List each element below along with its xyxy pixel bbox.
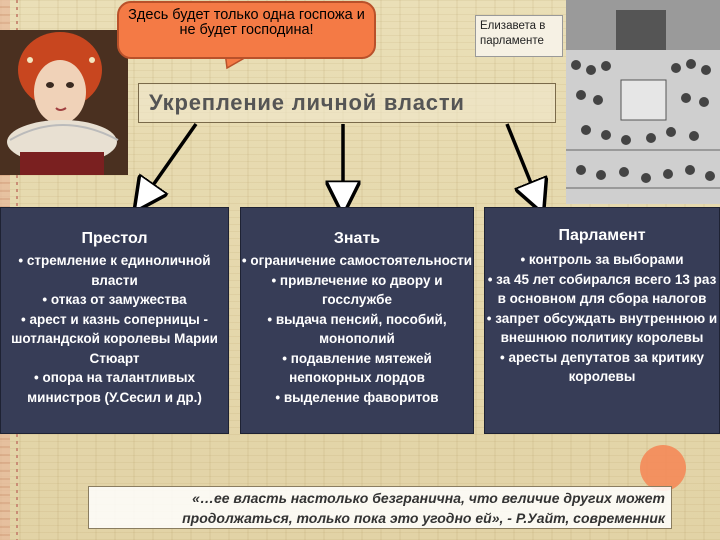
list-item: • привлечение ко двору и госслужбе bbox=[271, 272, 443, 308]
panel-parliament: Парламент • контроль за выборами • за 45… bbox=[484, 207, 720, 434]
panel-heading: Парламент bbox=[558, 227, 646, 244]
list-item: • подавление мятежей непокорных лордов bbox=[282, 350, 432, 386]
decorative-circle bbox=[640, 445, 686, 491]
list-item: • запрет обсуждать внутреннюю и внешнюю … bbox=[486, 310, 718, 346]
panel-throne: Престол • стремление к единоличной власт… bbox=[0, 207, 229, 434]
image-caption: Елизавета в парламенте bbox=[475, 15, 563, 57]
list-item: • за 45 лет собирался всего 13 раз в осн… bbox=[487, 271, 717, 307]
list-item: • стремление к единоличной власти bbox=[18, 253, 211, 288]
panel-heading: Престол bbox=[81, 230, 148, 247]
elizabeth-portrait-image bbox=[0, 30, 128, 175]
list-item: • отказ от замужества bbox=[42, 292, 187, 307]
panel-nobility: Знать • ограничение самостоятельности • … bbox=[240, 207, 474, 434]
list-item: • выдача пенсий, пособий, монополий bbox=[267, 311, 447, 347]
page-title: Укрепление личной власти bbox=[138, 83, 556, 123]
list-item: • контроль за выборами bbox=[520, 252, 684, 267]
list-item: • опора на талантливых министров (У.Сеси… bbox=[27, 370, 202, 405]
parliament-engraving-image bbox=[566, 0, 720, 204]
list-item: • арест и казнь соперницы - шотландской … bbox=[11, 311, 218, 366]
list-item: • аресты депутатов за критику королевы bbox=[500, 349, 704, 385]
quote-box: «…ее власть настолько безгранична, что в… bbox=[88, 486, 672, 529]
list-item: • ограничение самостоятельности bbox=[241, 253, 473, 268]
panel-heading: Знать bbox=[333, 230, 381, 247]
list-item: • выделение фаворитов bbox=[275, 389, 439, 405]
speech-bubble: Здесь будет только одна госпожа и не буд… bbox=[117, 1, 376, 59]
